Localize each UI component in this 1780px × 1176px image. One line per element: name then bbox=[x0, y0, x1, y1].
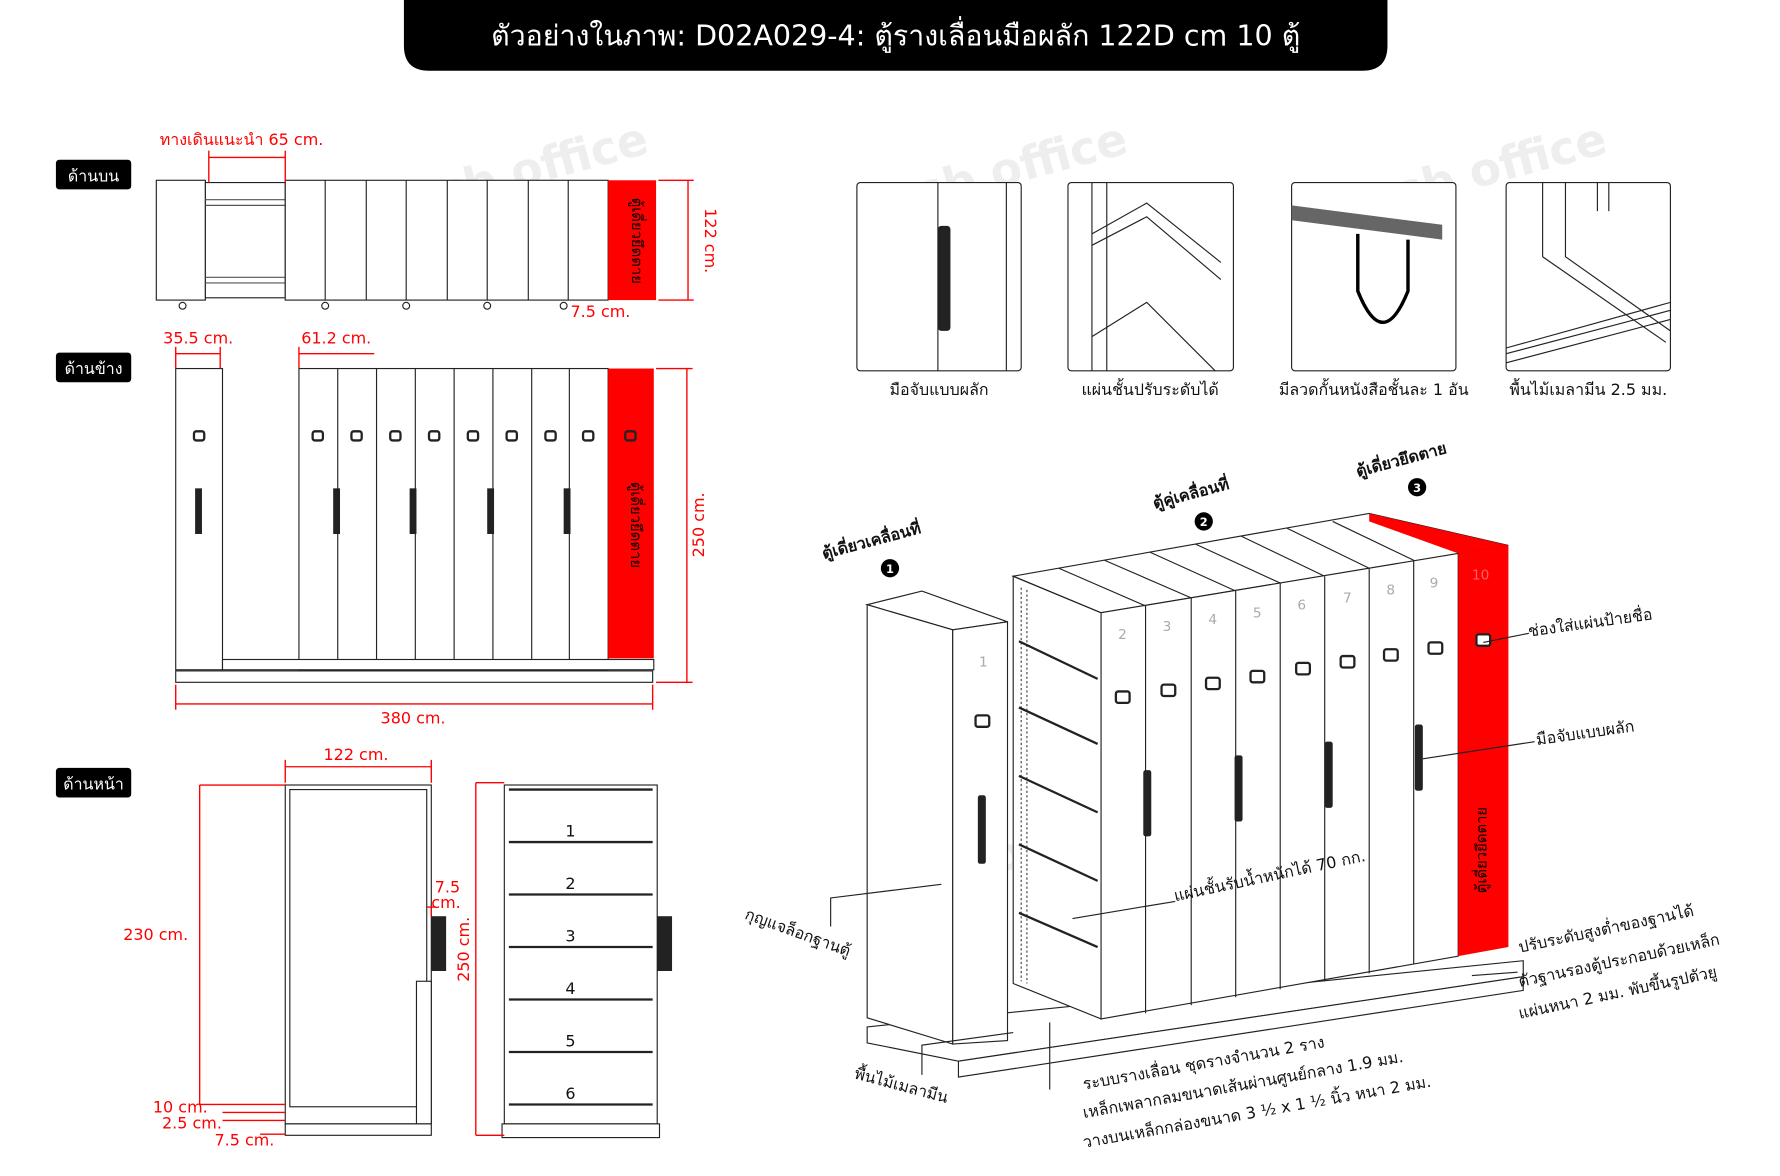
front-view-drawing bbox=[198, 759, 673, 1139]
detail-caption: มือจับแบบผลัก bbox=[890, 380, 989, 399]
cabinet-number: 3 bbox=[1163, 619, 1172, 635]
view-label-side-bg bbox=[55, 352, 132, 383]
isometric-drawing bbox=[830, 478, 1535, 1090]
front-width-dimension: 122 cm. bbox=[324, 745, 389, 764]
title-bar bbox=[403, 0, 1388, 71]
view-label-top-bg bbox=[55, 159, 132, 190]
top-base-offset: 7.5 cm. bbox=[571, 302, 631, 321]
detail-shelf-image bbox=[1067, 181, 1234, 372]
cabinet-number: 10 bbox=[1472, 568, 1489, 584]
detail-handle-image bbox=[856, 181, 1022, 372]
marker-1: 1 bbox=[886, 562, 894, 576]
handle-offset-value: 7.5 bbox=[435, 877, 460, 896]
group3-label: ตู้เดี่ยวยึดตาย bbox=[1353, 436, 1449, 482]
detail-caption: แผ่นชั้นปรับระดับได้ bbox=[1082, 378, 1219, 399]
double-width-dimension: 61.2 cm. bbox=[301, 328, 371, 347]
base-10-dimension: 10 cm. bbox=[153, 1097, 208, 1116]
shelf-number: 5 bbox=[565, 1031, 575, 1050]
callout-base-lock: กุญแจล็อกฐานตู้ bbox=[742, 903, 854, 961]
marker-2: 2 bbox=[1200, 515, 1208, 529]
shelf-number: 3 bbox=[565, 926, 575, 945]
top-fixed-label: ตู้เดี่ยวยึดตาย bbox=[628, 198, 648, 284]
group2-label: ตู้คู่เคลื่อนที่ bbox=[1150, 472, 1231, 514]
cabinet-number: 1 bbox=[979, 654, 988, 670]
cabinet-number: 9 bbox=[1430, 576, 1439, 592]
detail-caption: มีลวดกั้นหนังสือชั้นละ 1 อัน bbox=[1279, 378, 1469, 399]
base-25-dimension: 2.5 cm. bbox=[162, 1113, 222, 1132]
cabinet-number: 5 bbox=[1253, 605, 1262, 621]
side-fixed-label: ตู้เดี่ยวยึดตาย bbox=[627, 482, 647, 568]
front-body-height: 230 cm. bbox=[123, 925, 188, 944]
cabinet-number: 7 bbox=[1343, 590, 1352, 606]
front-total-height: 250 cm. bbox=[454, 917, 473, 982]
detail-melamine-floor-image bbox=[1505, 181, 1671, 372]
detail-caption: พื้นไม้เมลามีน 2.5 มม. bbox=[1509, 378, 1667, 399]
top-depth-dimension: 122 cm. bbox=[701, 208, 720, 273]
single-width-dimension: 35.5 cm. bbox=[163, 328, 233, 347]
view-label-top: ด้านบน bbox=[68, 166, 119, 185]
walkway-dimension: ทางเดินแนะนำ 65 cm. bbox=[160, 130, 324, 149]
shelf-number: 1 bbox=[565, 821, 575, 840]
view-label-front: ด้านหน้า bbox=[63, 775, 124, 794]
total-length-dimension: 380 cm. bbox=[381, 708, 446, 727]
cabinet-number: 4 bbox=[1208, 612, 1217, 628]
callout-handle: มือจับแบบผลัก bbox=[1535, 716, 1636, 749]
shelf-number: 4 bbox=[565, 979, 575, 998]
iso-fixed-label: ตู้เดี่ยวยึดตาย bbox=[1471, 807, 1491, 893]
shelf-number: 6 bbox=[565, 1084, 575, 1103]
view-label-front-bg bbox=[55, 767, 132, 798]
cabinet-number: 8 bbox=[1386, 582, 1395, 598]
page-title: ตัวอย่างในภาพ: D02A029-4: ตู้รางเลื่อนมื… bbox=[491, 17, 1300, 54]
callout-floor: พื้นไม้เมลามีน bbox=[852, 1062, 950, 1107]
group1-label: ตู้เดี่ยวเคลื่อนที่ bbox=[819, 516, 923, 564]
top-view-drawing bbox=[155, 150, 694, 310]
handle-offset-unit: cm. bbox=[431, 893, 460, 912]
cabinet-number: 2 bbox=[1118, 627, 1127, 643]
side-height-dimension: 250 cm. bbox=[689, 492, 708, 557]
base-75-dimension: 7.5 cm. bbox=[215, 1131, 275, 1150]
view-label-side: ด้านข้าง bbox=[65, 359, 123, 378]
cabinet-number: 6 bbox=[1297, 597, 1306, 613]
callout-name-slot: ช่องใส่แผ่นป้ายชื่อ bbox=[1527, 602, 1654, 640]
marker-3: 3 bbox=[1413, 481, 1421, 495]
side-view-drawing bbox=[175, 346, 693, 710]
detail-book-divider-image bbox=[1291, 181, 1457, 372]
shelf-number: 2 bbox=[565, 874, 575, 893]
